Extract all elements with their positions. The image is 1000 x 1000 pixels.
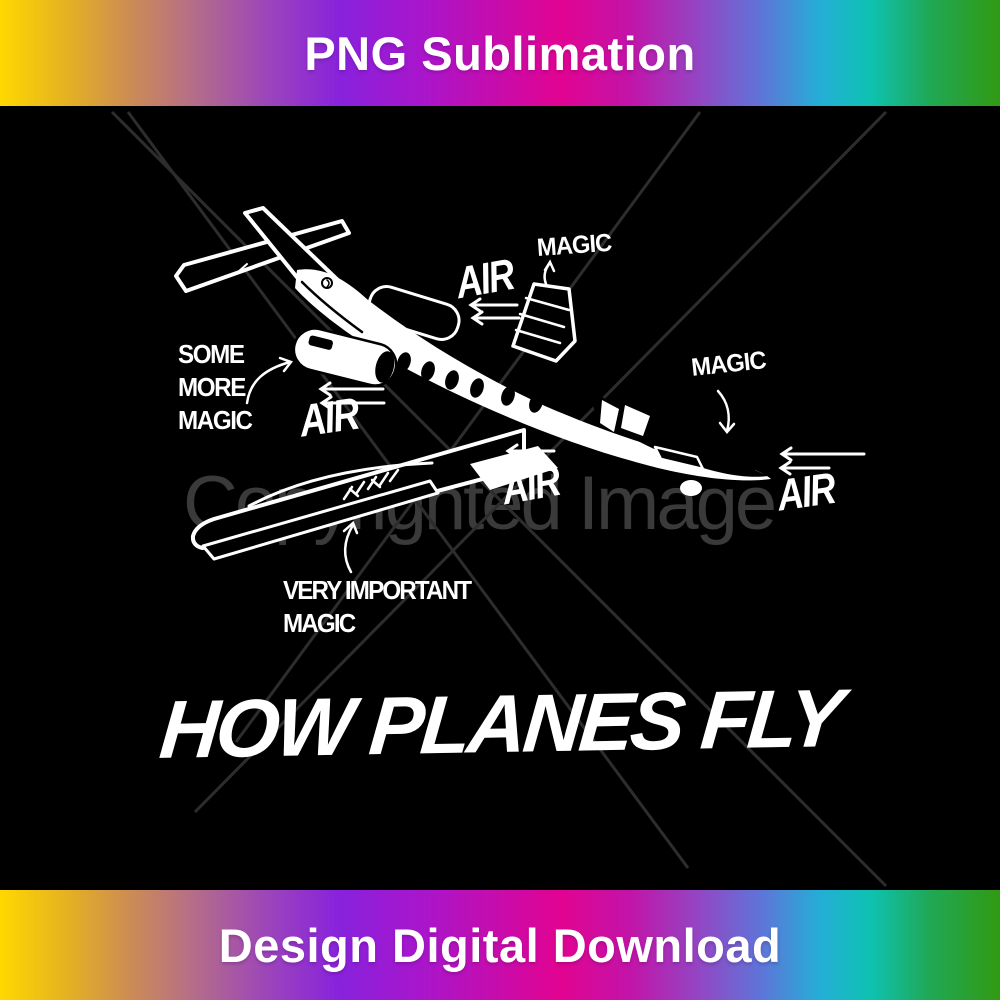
- arrow-magic-tail: [543, 259, 556, 286]
- arrow-magic-nose: [716, 389, 736, 434]
- air-arrows-tail: [468, 297, 521, 326]
- label-some-more-magic: SOME MORE MAGIC: [178, 339, 253, 435]
- label-air-wing: AIR: [498, 456, 563, 515]
- annotation-arrows: [245, 259, 866, 574]
- airplane-line-art: [174, 206, 771, 561]
- windshield-pane-right: [621, 405, 650, 436]
- label-magic-wing-top: MAGIC: [536, 228, 613, 262]
- arrow-some-more-magic: [245, 356, 294, 405]
- nose-cap: [590, 392, 768, 477]
- top-banner: PNG Sublimation: [0, 0, 1000, 106]
- arrow-very-important-magic: [342, 520, 359, 574]
- wing-hatch-marks: [342, 468, 400, 501]
- label-air-nose: AIR: [774, 464, 838, 521]
- air-arrows-engine: [318, 381, 386, 411]
- bottom-banner: Design Digital Download: [0, 890, 1000, 1000]
- far-wing: [511, 282, 577, 363]
- near-engine-nacelle: [292, 327, 398, 387]
- tail-stabilizer: [174, 219, 351, 293]
- design-title: HOW PLANES FLY: [156, 673, 844, 776]
- cabin-windows: [397, 352, 543, 413]
- label-air-tail: AIR: [452, 250, 517, 309]
- air-arrows-wing: [504, 443, 556, 473]
- windshield-pane-left: [600, 400, 619, 432]
- fuselage: [295, 269, 771, 481]
- wing-flap: [201, 479, 440, 561]
- air-arrows-nose: [778, 446, 866, 476]
- nose-wheel: [680, 480, 702, 496]
- label-very-important-magic: VERY IMPORTANT MAGIC: [283, 575, 472, 638]
- label-air-engine: AIR: [296, 387, 362, 447]
- gear-door: [653, 445, 705, 471]
- top-banner-text: PNG Sublimation: [304, 26, 696, 80]
- bottom-banner-text: Design Digital Download: [218, 918, 782, 972]
- tail-spiral-detail: [321, 277, 333, 289]
